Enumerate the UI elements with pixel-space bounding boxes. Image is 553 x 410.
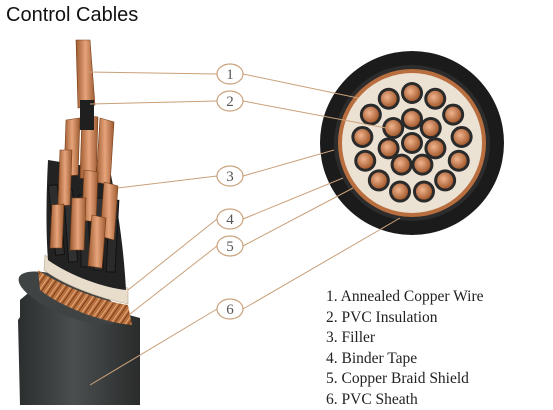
- leader-line: [130, 246, 217, 314]
- copper-conductor: [357, 153, 373, 169]
- cable-body: [12, 40, 140, 405]
- legend-item: 4. Binder Tape: [326, 349, 484, 370]
- leader-line: [243, 150, 334, 176]
- leader-line: [243, 178, 343, 219]
- callout-number: 3: [226, 169, 234, 185]
- copper-conductor: [385, 120, 401, 136]
- copper-conductor: [416, 184, 432, 200]
- copper-conductor: [404, 135, 420, 151]
- legend-item: 3. Filler: [326, 328, 484, 349]
- leader-line: [118, 176, 217, 188]
- leader-line: [88, 72, 217, 74]
- callout-5: 5: [130, 188, 353, 314]
- copper-conductor: [363, 107, 379, 123]
- copper-conductor: [427, 140, 443, 156]
- copper-conductor: [404, 111, 420, 127]
- leader-line: [90, 101, 217, 104]
- copper-conductor: [394, 157, 410, 173]
- copper-conductor: [437, 172, 453, 188]
- legend: 1. Annealed Copper Wire 2. PVC Insulatio…: [326, 287, 484, 410]
- copper-conductor: [404, 85, 420, 101]
- copper-conductor: [354, 129, 370, 145]
- copper-conductor: [381, 91, 397, 107]
- leader-line: [128, 219, 217, 290]
- copper-conductor: [451, 153, 467, 169]
- copper-conductor: [414, 157, 430, 173]
- callout-number: 4: [226, 212, 234, 228]
- legend-item: 5. Copper Braid Shield: [326, 369, 484, 390]
- legend-item: 2. PVC Insulation: [326, 308, 484, 329]
- copper-conductor: [381, 140, 397, 156]
- callout-3: 3: [118, 150, 334, 188]
- callout-number: 6: [226, 302, 234, 318]
- copper-conductor: [445, 107, 461, 123]
- callout-number: 2: [226, 94, 234, 110]
- copper-conductor: [371, 172, 387, 188]
- copper-conductor: [427, 91, 443, 107]
- copper-conductor: [423, 120, 439, 136]
- copper-conductor: [392, 184, 408, 200]
- callout-number: 1: [226, 67, 234, 83]
- legend-item: 6. PVC Sheath: [326, 390, 484, 410]
- copper-conductor: [454, 129, 470, 145]
- callout-number: 5: [226, 239, 234, 255]
- cable-cross-section: [320, 51, 504, 235]
- callout-4: 4: [128, 178, 343, 290]
- legend-item: 1. Annealed Copper Wire: [326, 287, 484, 308]
